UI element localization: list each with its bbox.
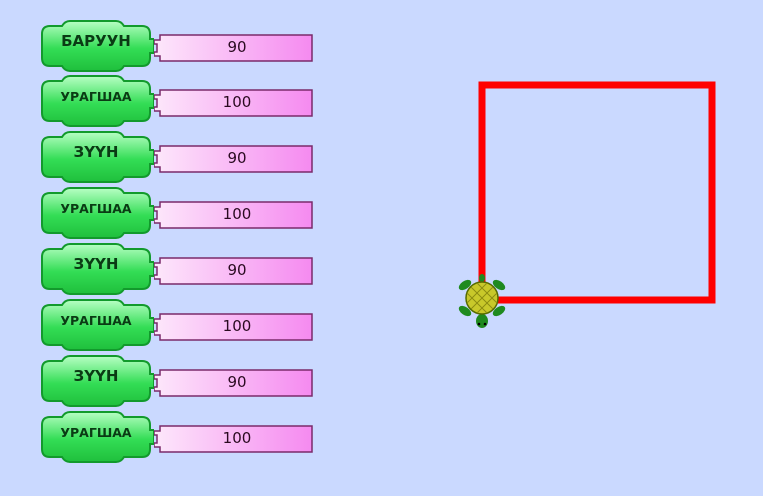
command-block-shape — [41, 355, 154, 407]
command-block[interactable]: ЗҮҮН — [38, 243, 154, 295]
command-label: ЗҮҮН — [73, 255, 119, 273]
program-block[interactable]: ЗҮҮН 90 — [38, 243, 318, 295]
argument-block[interactable]: 90 — [154, 369, 314, 397]
argument-block[interactable]: 90 — [154, 257, 314, 285]
command-block-shape — [41, 75, 154, 127]
argument-value: 100 — [222, 429, 252, 447]
argument-block-shape — [154, 257, 313, 285]
command-block[interactable]: ЗҮҮН — [38, 355, 154, 407]
argument-block-shape — [154, 201, 313, 229]
command-label: УРАГШАА — [60, 201, 132, 216]
command-block-shape — [41, 187, 154, 239]
command-label: ЗҮҮН — [73, 143, 119, 161]
command-block[interactable]: УРАГШАА — [38, 75, 154, 127]
program-block[interactable]: УРАГШАА 100 — [38, 75, 318, 127]
program-block[interactable]: УРАГШАА 100 — [38, 187, 318, 239]
argument-block[interactable]: 100 — [154, 425, 314, 453]
command-label: УРАГШАА — [60, 89, 132, 104]
argument-value: 100 — [222, 205, 252, 223]
argument-value: 90 — [227, 38, 247, 56]
command-block-shape — [41, 20, 154, 72]
argument-block[interactable]: 90 — [154, 145, 314, 173]
argument-block-shape — [154, 369, 313, 397]
turtle-icon[interactable] — [457, 274, 507, 328]
argument-block[interactable]: 100 — [154, 89, 314, 117]
argument-block[interactable]: 100 — [154, 201, 314, 229]
drawing-canvas-svg — [457, 81, 716, 328]
program-block[interactable]: БАРУУН 90 — [38, 20, 318, 72]
argument-block-shape — [154, 145, 313, 173]
command-block[interactable]: БАРУУН — [38, 20, 154, 72]
argument-value: 90 — [227, 261, 247, 279]
program-block[interactable]: ЗҮҮН 90 — [38, 131, 318, 183]
command-block[interactable]: УРАГШАА — [38, 299, 154, 351]
argument-block-shape — [154, 34, 313, 62]
command-block-shape — [41, 299, 154, 351]
program-block[interactable]: УРАГШАА 100 — [38, 299, 318, 351]
command-label: БАРУУН — [61, 32, 131, 50]
argument-block[interactable]: 90 — [154, 34, 314, 62]
command-block[interactable]: УРАГШАА — [38, 411, 154, 463]
argument-block-shape — [154, 425, 313, 453]
command-block-shape — [41, 131, 154, 183]
argument-value: 100 — [222, 93, 252, 111]
command-label: УРАГШАА — [60, 313, 132, 328]
program-block[interactable]: ЗҮҮН 90 — [38, 355, 318, 407]
argument-block[interactable]: 100 — [154, 313, 314, 341]
argument-block-shape — [154, 313, 313, 341]
argument-value: 90 — [227, 373, 247, 391]
command-label: ЗҮҮН — [73, 367, 119, 385]
argument-value: 100 — [222, 317, 252, 335]
command-block-shape — [41, 411, 154, 463]
command-block-shape — [41, 243, 154, 295]
command-block[interactable]: УРАГШАА — [38, 187, 154, 239]
drawing-canvas — [440, 60, 740, 350]
command-block[interactable]: ЗҮҮН — [38, 131, 154, 183]
argument-block-shape — [154, 89, 313, 117]
argument-value: 90 — [227, 149, 247, 167]
command-label: УРАГШАА — [60, 425, 132, 440]
program-block[interactable]: УРАГШАА 100 — [38, 411, 318, 463]
turtle-path — [478, 81, 716, 304]
